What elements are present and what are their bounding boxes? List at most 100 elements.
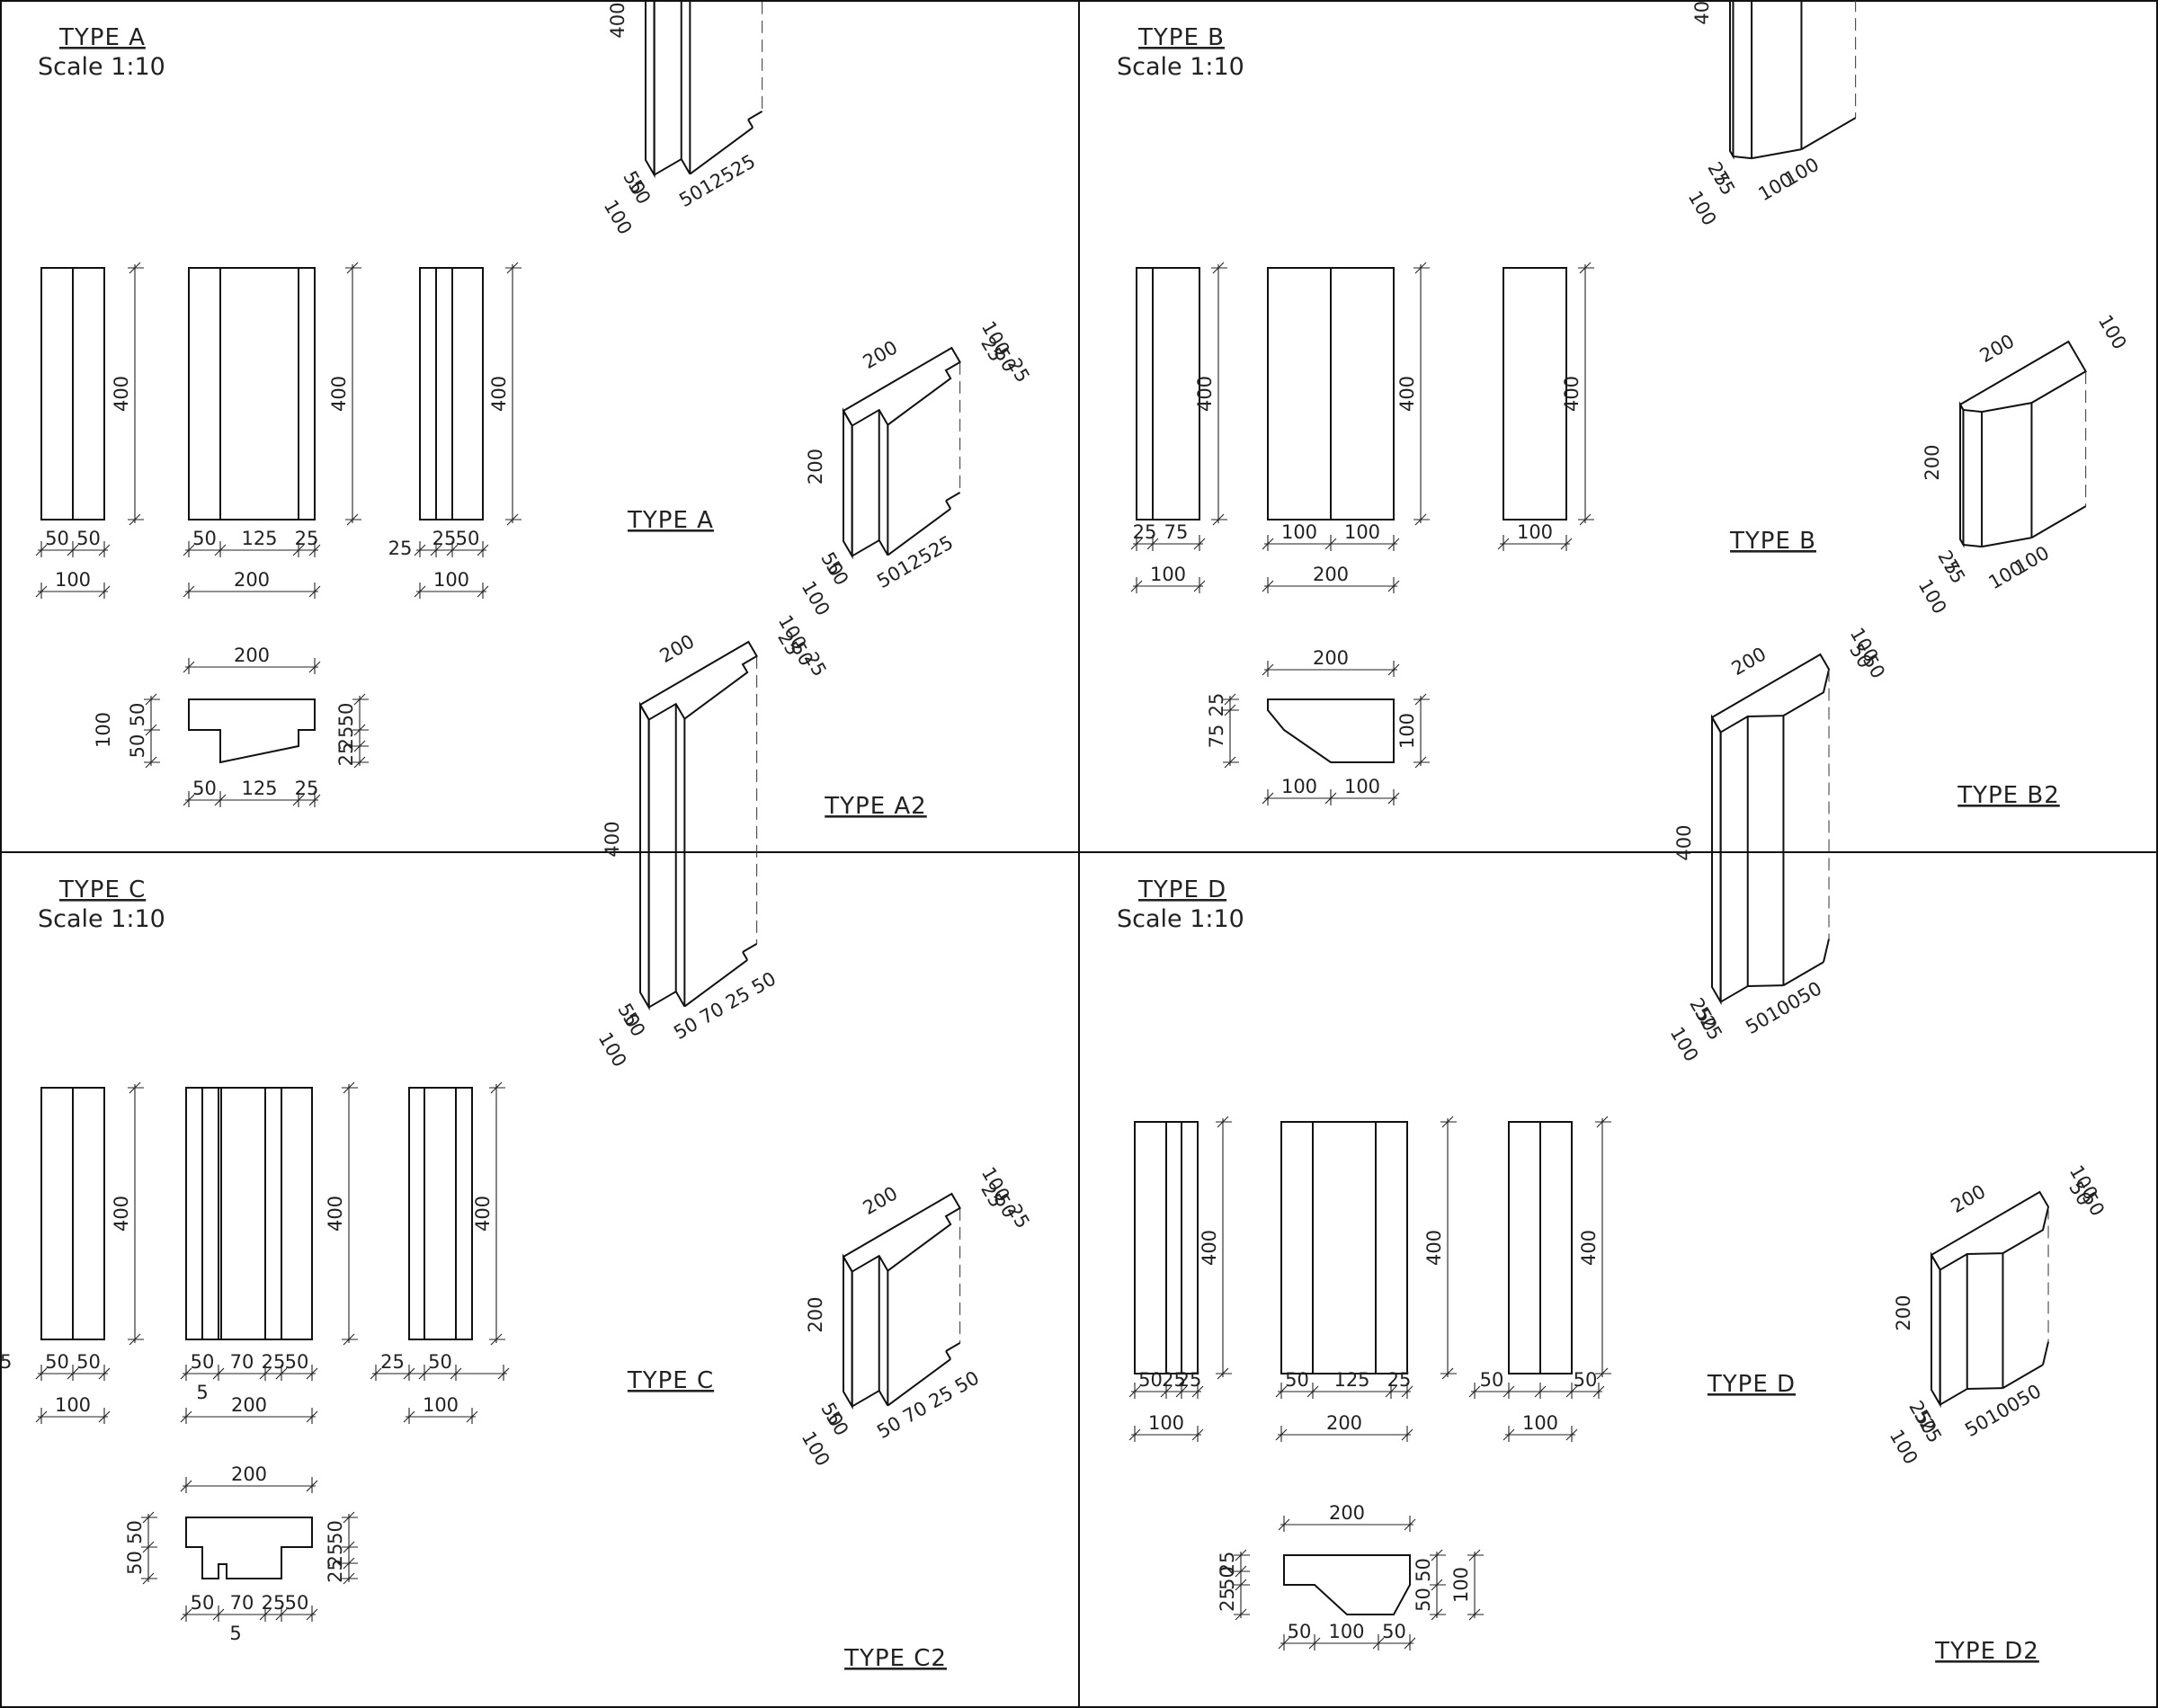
dimension-label: 100 <box>433 569 469 591</box>
side-hatch-a <box>419 267 437 520</box>
side-hatch-b <box>435 267 453 520</box>
dimension-label: 75 <box>1206 725 1227 749</box>
dimension-label: 100 <box>1150 564 1186 585</box>
dimension-label: 200 <box>231 1394 267 1416</box>
iso-top-face <box>842 346 962 427</box>
scale-label: Scale 1:10 <box>38 53 165 81</box>
dimension-label: 50 <box>285 1592 309 1614</box>
side-view <box>408 1087 473 1340</box>
dimension-label: 25 <box>0 1351 12 1373</box>
dimension-label: 25 <box>1206 693 1227 717</box>
dimension-label: 70 <box>899 1397 931 1428</box>
dimension-label: 400 <box>328 376 350 412</box>
dimension-label: 50 <box>951 1366 983 1397</box>
panel-title: TYPE D <box>1137 876 1226 903</box>
dimension-label: 50 <box>124 1520 146 1544</box>
iso-bottom-edge <box>1823 939 1830 963</box>
dimension-label: 100 <box>594 1028 631 1071</box>
front-view-hatch <box>40 267 74 520</box>
iso-view-label: TYPE A2 <box>824 793 926 820</box>
dimension-label: 100 <box>55 1394 91 1416</box>
dimension-label: 50 <box>127 703 148 727</box>
dimension-label: 400 <box>1423 1230 1445 1266</box>
iso-bottom-edge <box>747 119 754 129</box>
dimension-label: 100 <box>1344 521 1380 543</box>
isometric-view: 2004001001001002575100 <box>1684 0 1857 229</box>
dimension-label: 100 <box>1450 1567 1472 1603</box>
iso-bottom-edge <box>945 1342 961 1352</box>
panel-title: TYPE A <box>58 24 146 51</box>
dimension-label: 125 <box>241 528 277 549</box>
dimension-label: 100 <box>1344 776 1380 797</box>
dimension-label: 25 <box>335 726 357 751</box>
dimension-label: 50 <box>1413 1588 1434 1612</box>
dimension-label: 400 <box>488 376 510 412</box>
dimension-label: 400 <box>111 376 132 412</box>
dimension-label: 200 <box>860 1182 902 1219</box>
dimension-label: 50 <box>670 1013 701 1044</box>
dimension-label: 50 <box>76 528 101 549</box>
dimension-label: 400 <box>1396 376 1418 412</box>
dimension-label: 25 <box>262 1351 286 1373</box>
dimension-label: 200 <box>1313 564 1349 585</box>
front-view-hatch <box>1181 1121 1199 1374</box>
elevation-strip <box>264 1087 282 1340</box>
isometric-view: 20040010050125255050100255025 <box>600 0 763 238</box>
dimension-label: 100 <box>423 1394 459 1416</box>
dimension-label: 75 <box>1164 521 1189 543</box>
iso-bottom-edge <box>1751 148 1802 160</box>
iso-top-face <box>842 1192 962 1273</box>
dimension-label: 125 <box>241 778 277 799</box>
front-view <box>1136 267 1200 520</box>
scale-label: Scale 1:10 <box>1117 53 1244 81</box>
elevation-hatch-right <box>281 1087 313 1340</box>
dimension-label: 25 <box>1387 1369 1412 1391</box>
dimension-label: 400 <box>1199 1230 1220 1266</box>
dimension-label: 25 <box>325 1559 346 1583</box>
dimension-label: 100 <box>1914 575 1951 618</box>
dimension-label: 50 <box>1480 1369 1504 1391</box>
dimension-label: 25 <box>1133 521 1157 543</box>
iso-view-label: TYPE A <box>627 507 714 534</box>
dimension-label: 200 <box>805 1297 826 1333</box>
dimension-label: 50 <box>76 1351 101 1373</box>
dimension-label: 25 <box>432 528 457 549</box>
dimension-label: 100 <box>1522 1412 1558 1434</box>
elevation-hatch-right <box>298 267 316 520</box>
dimension-label: 400 <box>607 3 629 39</box>
elevation-view <box>188 267 316 520</box>
dimension-label: 200 <box>1329 1502 1365 1524</box>
dimension-label: 25 <box>325 1543 346 1568</box>
iso-view-label: TYPE C2 <box>843 1645 947 1672</box>
iso-bottom-edge <box>945 1350 952 1360</box>
side-hatch <box>424 1087 457 1340</box>
iso-view-label: TYPE B2 <box>1957 782 2060 809</box>
dimension-label: 400 <box>325 1196 346 1232</box>
iso-view-label: TYPE D2 <box>1934 1638 2039 1665</box>
iso-bottom-edge <box>1747 984 1784 988</box>
dimension-label: 25 <box>295 528 319 549</box>
panel-title: TYPE B <box>1137 24 1225 51</box>
dimension-label: 200 <box>860 336 902 373</box>
front-view <box>40 1087 105 1340</box>
elevation-view <box>1280 1121 1408 1374</box>
iso-top-face <box>638 640 759 721</box>
elevation-hatch-right <box>1375 1121 1408 1374</box>
dimension-label: 400 <box>1673 825 1695 861</box>
dimension-label: 50 <box>873 1412 905 1443</box>
iso-bottom-edge <box>683 959 748 1008</box>
plan-section <box>1283 1554 1411 1615</box>
dimension-label: 200 <box>234 569 270 591</box>
dimension-label: 50 <box>192 778 217 799</box>
dimension-label: 5 <box>196 1382 208 1403</box>
iso-bottom-edge <box>1940 1388 1968 1406</box>
front-view <box>40 267 105 520</box>
iso-bottom-edge <box>654 158 682 176</box>
iso-bottom-edge <box>2002 1364 2044 1389</box>
dimension-label: 50 <box>335 703 357 727</box>
